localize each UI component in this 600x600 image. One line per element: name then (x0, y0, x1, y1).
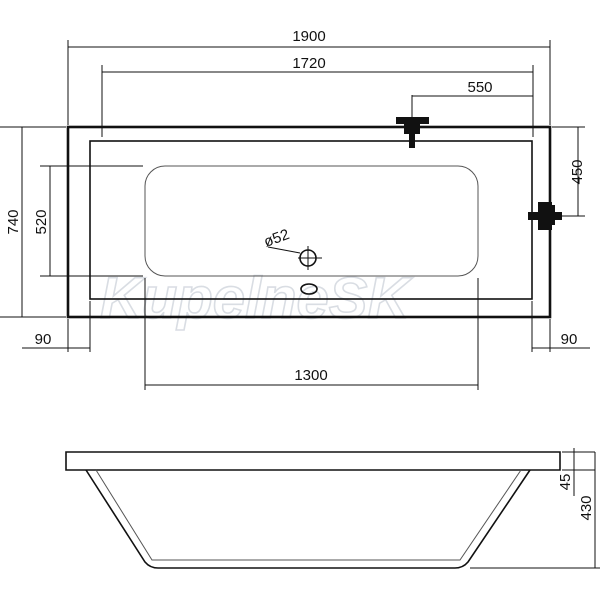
dim-90-right-label: 90 (561, 331, 578, 348)
side-rim (65, 451, 561, 471)
dim-1300-label: 1300 (294, 367, 327, 384)
dim-450-label: 450 (569, 159, 586, 184)
drain-diameter-label: ø52 (262, 226, 292, 251)
basin-outline (144, 165, 479, 277)
overflow-ellipse (300, 283, 318, 295)
side-tap-icon (528, 202, 562, 230)
top-tap-icon (396, 95, 429, 148)
side-body-outer (85, 469, 531, 569)
dim-45-label: 45 (557, 474, 574, 491)
drain-leader (267, 246, 301, 254)
dim-430-label: 430 (578, 495, 595, 520)
dim-520-label: 520 (33, 209, 50, 234)
side-body-inner (95, 469, 522, 561)
dim-740-label: 740 (5, 209, 22, 234)
dim-1900-label: 1900 (292, 28, 325, 45)
top-view: KupelneSK ø52 1900 (0, 28, 590, 390)
dim-550-label: 550 (467, 79, 492, 96)
dim-90-left-label: 90 (35, 331, 52, 348)
dim-1720-label: 1720 (292, 55, 325, 72)
side-view: 45 430 (65, 448, 600, 569)
